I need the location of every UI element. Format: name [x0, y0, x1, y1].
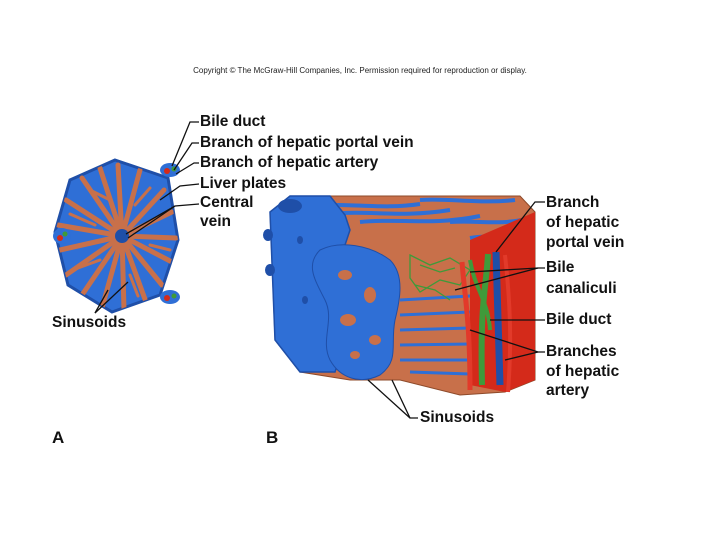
- label-hepatic-artery-b-line2: of hepatic: [546, 362, 619, 382]
- label-portal-vein-a: Branch of hepatic portal vein: [200, 133, 414, 153]
- lobule-wedge-3d: [263, 196, 535, 395]
- label-hepatic-artery-a: Branch of hepatic artery: [200, 153, 378, 173]
- label-bile-canaliculi-line2: canaliculi: [546, 279, 617, 299]
- label-portal-vein-b-line3: portal vein: [546, 233, 624, 253]
- label-hepatic-artery-b-line3: artery: [546, 381, 589, 401]
- panel-letter-b: B: [266, 428, 278, 448]
- panel-letter-a: A: [52, 428, 64, 448]
- label-bile-canaliculi-line1: Bile: [546, 258, 574, 278]
- label-liver-plates-a: Liver plates: [200, 174, 286, 194]
- label-hepatic-artery-b-line1: Branches: [546, 342, 617, 362]
- label-central-vein-a-line1: Central: [200, 193, 253, 213]
- central-vein-a: [115, 229, 129, 243]
- label-portal-vein-b-line1: Branch: [546, 193, 599, 213]
- label-central-vein-a-line2: vein: [200, 212, 231, 232]
- label-sinusoids-a: Sinusoids: [52, 313, 126, 333]
- lobule-cross-section: [53, 160, 180, 312]
- label-bile-duct-a: Bile duct: [200, 112, 265, 132]
- label-portal-vein-b-line2: of hepatic: [546, 213, 619, 233]
- label-sinusoids-b: Sinusoids: [420, 408, 494, 428]
- label-bile-duct-b: Bile duct: [546, 310, 611, 330]
